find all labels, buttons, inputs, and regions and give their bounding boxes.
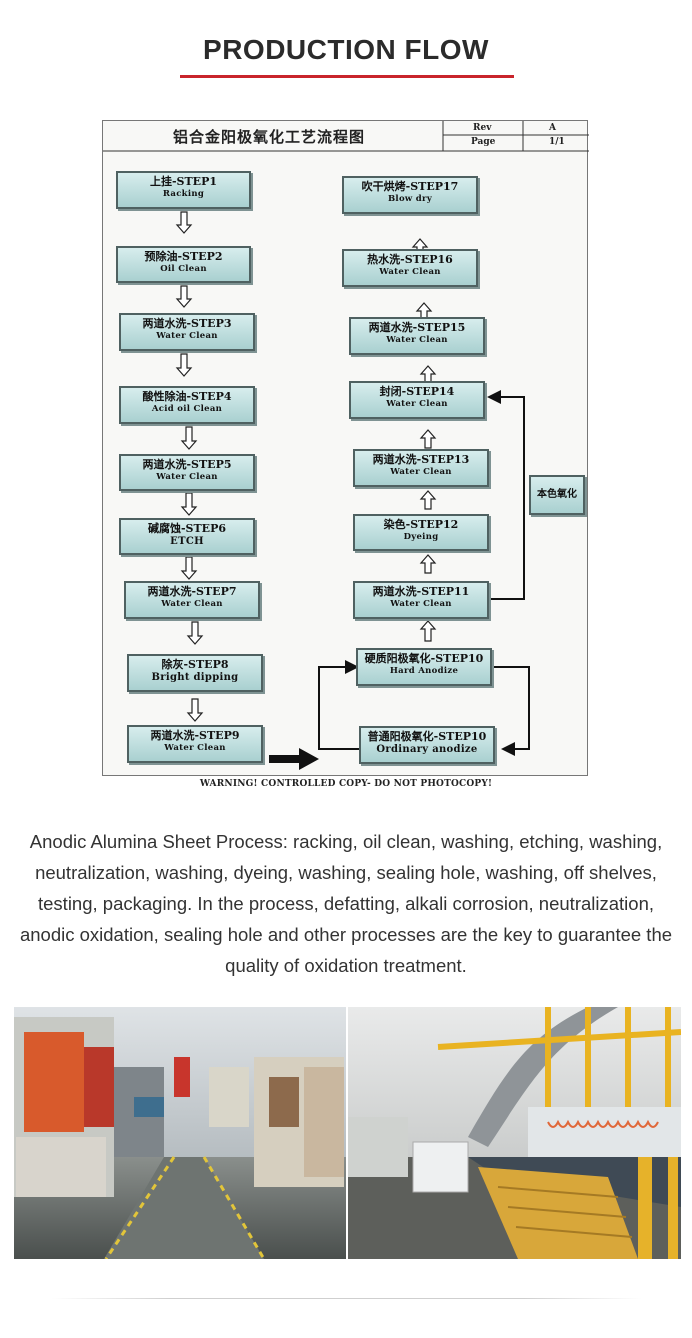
page-value: 1/1 [549, 137, 565, 147]
copy-warning: WARNING! CONTROLLED COPY- DO NOT PHOTOCO… [199, 779, 493, 789]
rev-value: A [549, 123, 556, 133]
natural-color-anodize-box: 本色氧化 [529, 475, 585, 515]
title-underline [180, 75, 514, 78]
bottom-divider [52, 1298, 642, 1299]
flow-connectors [103, 121, 589, 770]
page-label: Page [471, 137, 496, 147]
factory-photo-anodizing-line [348, 1007, 681, 1259]
factory-photo-workshop [14, 1007, 346, 1259]
document-title: 铝合金阳极氧化工艺流程图 [173, 128, 366, 146]
section-title: PRODUCTION FLOW [203, 34, 489, 65]
down-arrows-left [175, 211, 204, 722]
rev-label: Rev [473, 123, 492, 133]
process-description: Anodic Alumina Sheet Process: racking, o… [19, 831, 673, 976]
main-flow-arrow [269, 748, 319, 770]
